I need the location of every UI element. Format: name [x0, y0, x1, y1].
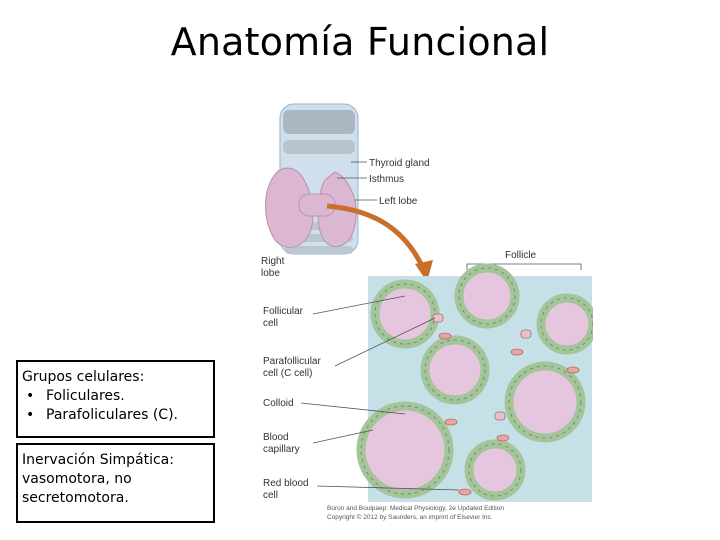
label-rbc-2: cell [263, 490, 278, 501]
innervation-text-2: secretomotora. [22, 490, 129, 506]
label-right-lobe-1: Right [261, 256, 285, 267]
cell-groups-box: Grupos celulares: Foliculares. Parafolic… [16, 360, 215, 438]
label-right-lobe-2: lobe [261, 268, 280, 279]
innervation-text-1: vasomotora, no [22, 471, 132, 487]
label-follicular-cell-2: cell [263, 318, 278, 329]
label-follicle: Follicle [505, 250, 537, 261]
cell-groups-list: Foliculares. Parafoliculares (C). [22, 387, 209, 425]
label-capillary-1: Blood [263, 432, 289, 443]
figure-credit-2: Copyright © 2012 by Saunders, an imprint… [327, 513, 493, 521]
label-colloid: Colloid [263, 398, 294, 409]
label-parafollicular-2: cell (C cell) [263, 368, 312, 379]
innervation-heading: Inervación Simpática: [22, 452, 174, 468]
list-item: Foliculares. [22, 387, 209, 406]
list-item: Parafoliculares (C). [22, 406, 209, 425]
thyroid-gland-shape [265, 167, 357, 248]
arrow-icon [326, 203, 426, 270]
slide-title: Anatomía Funcional [170, 20, 550, 64]
histology-section [356, 263, 593, 502]
label-parafollicular-1: Parafollicular [263, 356, 321, 367]
label-rbc-1: Red blood [263, 478, 309, 489]
label-isthmus: Isthmus [369, 174, 404, 185]
figure-credit-1: Boron and Boulpaep: Medical Physiology, … [327, 505, 504, 512]
label-follicular-cell-1: Follicular [263, 306, 304, 317]
thyroid-illustration: Thyroid gland Isthmus Left lobe Right lo… [261, 103, 593, 521]
innervation-box: Inervación Simpática: vasomotora, no sec… [16, 443, 215, 523]
label-left-lobe: Left lobe [379, 196, 418, 207]
cell-groups-heading: Grupos celulares: [22, 369, 145, 385]
label-capillary-2: capillary [263, 444, 300, 455]
label-thyroid-gland: Thyroid gland [369, 158, 430, 169]
